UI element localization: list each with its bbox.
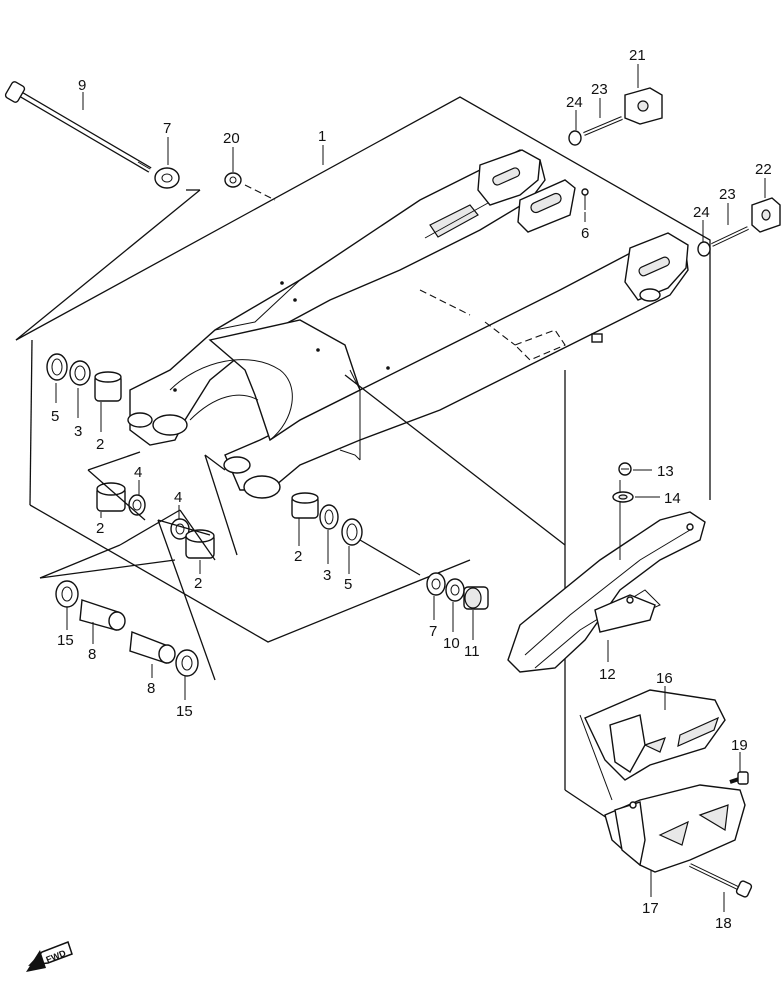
washer-top (154, 167, 180, 189)
label-1: 1 (318, 128, 326, 145)
label-16: 16 (656, 670, 673, 687)
part-number-labels: 9 7 20 1 5 3 2 4 2 4 2 2 3 5 7 10 11 15 … (51, 47, 772, 932)
slider-screw (612, 462, 634, 503)
label-15: 15 (176, 703, 193, 720)
label-8: 8 (88, 646, 96, 663)
exploded-guides (39, 374, 566, 681)
swingarm-body (127, 149, 689, 499)
label-7: 7 (429, 623, 437, 640)
guide-bolt-18 (689, 863, 753, 898)
chain-guide-lower (604, 784, 746, 873)
label-24: 24 (566, 94, 583, 111)
label-9: 9 (78, 77, 86, 94)
label-2: 2 (96, 436, 104, 453)
assembly-frame-lines (15, 96, 711, 841)
mid-left-bearings (96, 482, 146, 516)
fwd-arrow-icon: FWD (26, 941, 73, 972)
chain-adjuster-21 (624, 87, 663, 125)
mid-center-bearings (170, 518, 215, 559)
rear-plate (517, 179, 589, 233)
label-4: 4 (174, 489, 182, 506)
label-3: 3 (323, 567, 331, 584)
adjuster-bolts (568, 116, 749, 257)
label-23: 23 (591, 81, 608, 98)
label-20: 20 (223, 130, 240, 147)
label-17: 17 (642, 900, 659, 917)
label-5: 5 (51, 408, 59, 425)
label-4: 4 (134, 464, 142, 481)
chain-guide-upper (584, 689, 726, 781)
label-22: 22 (755, 161, 772, 178)
nut-20 (224, 172, 242, 188)
right-pivot-seals (291, 492, 363, 546)
label-24: 24 (693, 204, 710, 221)
nut-leader (244, 184, 276, 201)
label-19: 19 (731, 737, 748, 754)
label-7: 7 (163, 120, 171, 137)
label-2: 2 (96, 520, 104, 537)
left-pivot-seals (46, 353, 122, 402)
collars-washers (55, 580, 199, 677)
label-5: 5 (344, 576, 352, 593)
label-11: 11 (464, 643, 480, 660)
label-21: 21 (629, 47, 646, 64)
label-6: 6 (581, 225, 589, 242)
right-washer-nut (426, 572, 489, 610)
guide-leader (579, 714, 613, 801)
label-10: 10 (443, 635, 460, 652)
label-8: 8 (147, 680, 155, 697)
label-12: 12 (599, 666, 616, 683)
label-13: 13 (657, 463, 674, 480)
label-14: 14 (664, 490, 681, 507)
leader-lines (55, 64, 766, 912)
label-2: 2 (194, 575, 202, 592)
pivot-bolt (4, 81, 152, 173)
label-2: 2 (294, 548, 302, 565)
label-23: 23 (719, 186, 736, 203)
chain-adjuster-22 (751, 197, 781, 233)
label-15: 15 (57, 632, 74, 649)
label-3: 3 (74, 423, 82, 440)
label-18: 18 (715, 915, 732, 932)
guide-bolt-19 (729, 771, 749, 785)
chain-slider (507, 480, 706, 673)
